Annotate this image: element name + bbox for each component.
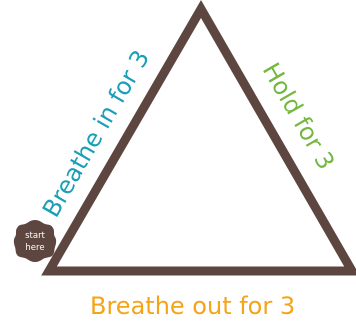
breathing-triangle: [41, 0, 356, 276]
hold-label: Hold for 3: [257, 58, 340, 174]
exhale-label: Breathe out for 3: [90, 292, 295, 320]
badge-here-text: here: [25, 243, 44, 253]
badge-scalloped-shape: [13, 220, 57, 262]
start-here-badge: start here: [13, 220, 57, 262]
badge-start-text: start: [25, 231, 45, 241]
